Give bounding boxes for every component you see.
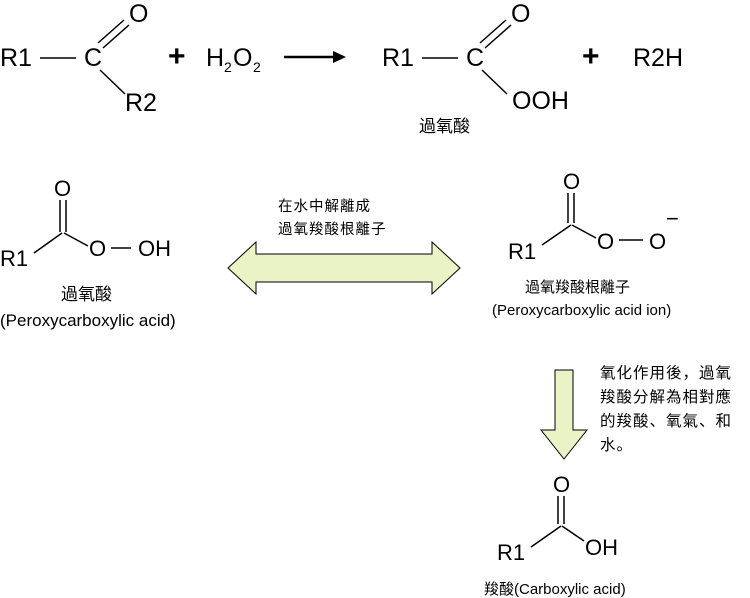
reactant-c-label: C	[84, 44, 102, 72]
carboxylic-acid-structure: R1 O OH 羧酸(Carboxylic acid)	[484, 472, 626, 598]
peroxyacid-o-double: O	[54, 176, 71, 201]
ion-charge: −	[666, 206, 679, 231]
peroxyacid-name-en: (Peroxycarboxylic acid)	[0, 311, 176, 330]
h2o2-h: H	[206, 44, 224, 72]
ion-o-mid: O	[597, 229, 614, 254]
acid-r1: R1	[497, 540, 525, 565]
peroxyacid-structure: R1 O O OH 過氧酸 (Peroxycarboxylic acid)	[0, 176, 176, 330]
oxidation-note: 氧化作用後，過氧 羧酸分解為相對應 的羧酸、氧氣、和 水。	[600, 364, 733, 454]
peroxyacid-o-single: O	[89, 236, 106, 261]
product-r1-label: R1	[382, 44, 414, 72]
product-name: 過氧酸	[419, 117, 470, 136]
product-c-label: C	[466, 44, 484, 72]
ion-c-o-bond	[571, 224, 597, 239]
peroxyacid-c-o-bond	[63, 232, 89, 247]
ion-name-zh: 過氧羧酸根離子	[525, 278, 630, 296]
reactant-double-bond-b	[102, 24, 130, 49]
acid-o-double: O	[553, 472, 570, 497]
h2o2-sub-2: 2	[253, 59, 261, 75]
plus-sign-1: +	[168, 40, 186, 73]
product-o-label: O	[511, 0, 530, 28]
byproduct-r2h: R2H	[633, 44, 683, 72]
acid-r1-bond	[530, 525, 562, 548]
reaction-arrow	[284, 51, 346, 63]
product-c-ooh-bond	[481, 69, 508, 95]
peroxyacid-r1: R1	[0, 246, 28, 271]
product-double-bond-a	[479, 19, 507, 44]
reactant-c-r2-bond	[99, 69, 126, 95]
ion-o-end: O	[649, 229, 666, 254]
acid-c-oh-bond	[561, 525, 585, 542]
acid-name: 羧酸(Carboxylic acid)	[484, 580, 626, 598]
ion-o-double: O	[563, 169, 580, 194]
product-ooh-label: OOH	[512, 87, 569, 115]
peroxyacid-name-zh: 過氧酸	[61, 285, 112, 304]
reactant-r2-label: R2	[125, 89, 157, 117]
h2o2-sub-1: 2	[224, 59, 232, 75]
acid-oh: OH	[585, 535, 618, 560]
product-peroxyacid: R1 C O OOH 過氧酸	[382, 0, 569, 136]
product-double-bond-b	[484, 24, 512, 49]
decomposition-down-arrow	[539, 369, 589, 460]
ion-r1: R1	[508, 239, 536, 264]
equilibrium-label: 在水中解離成 過氧羧酸根離子	[278, 199, 387, 238]
peroxyacid-oh: OH	[138, 236, 171, 261]
ion-name-en: (Peroxycarboxylic acid ion)	[492, 302, 671, 319]
peroxyacid-ion-structure: R1 O O O − 過氧羧酸根離子 (Peroxycarboxylic aci…	[492, 169, 679, 319]
equilibrium-double-arrow	[227, 240, 461, 296]
hydrogen-peroxide: H 2 O 2	[206, 44, 261, 75]
plus-sign-2: +	[582, 40, 600, 73]
peroxyacid-r1-bond	[33, 232, 63, 254]
reactant-double-bond-a	[97, 19, 125, 44]
ion-r1-bond	[541, 224, 572, 246]
reactant-ketone: R1 C O R2	[0, 0, 157, 117]
h2o2-o: O	[233, 44, 252, 72]
reactant-o-label: O	[129, 0, 148, 28]
reactant-r1-label: R1	[0, 44, 32, 72]
